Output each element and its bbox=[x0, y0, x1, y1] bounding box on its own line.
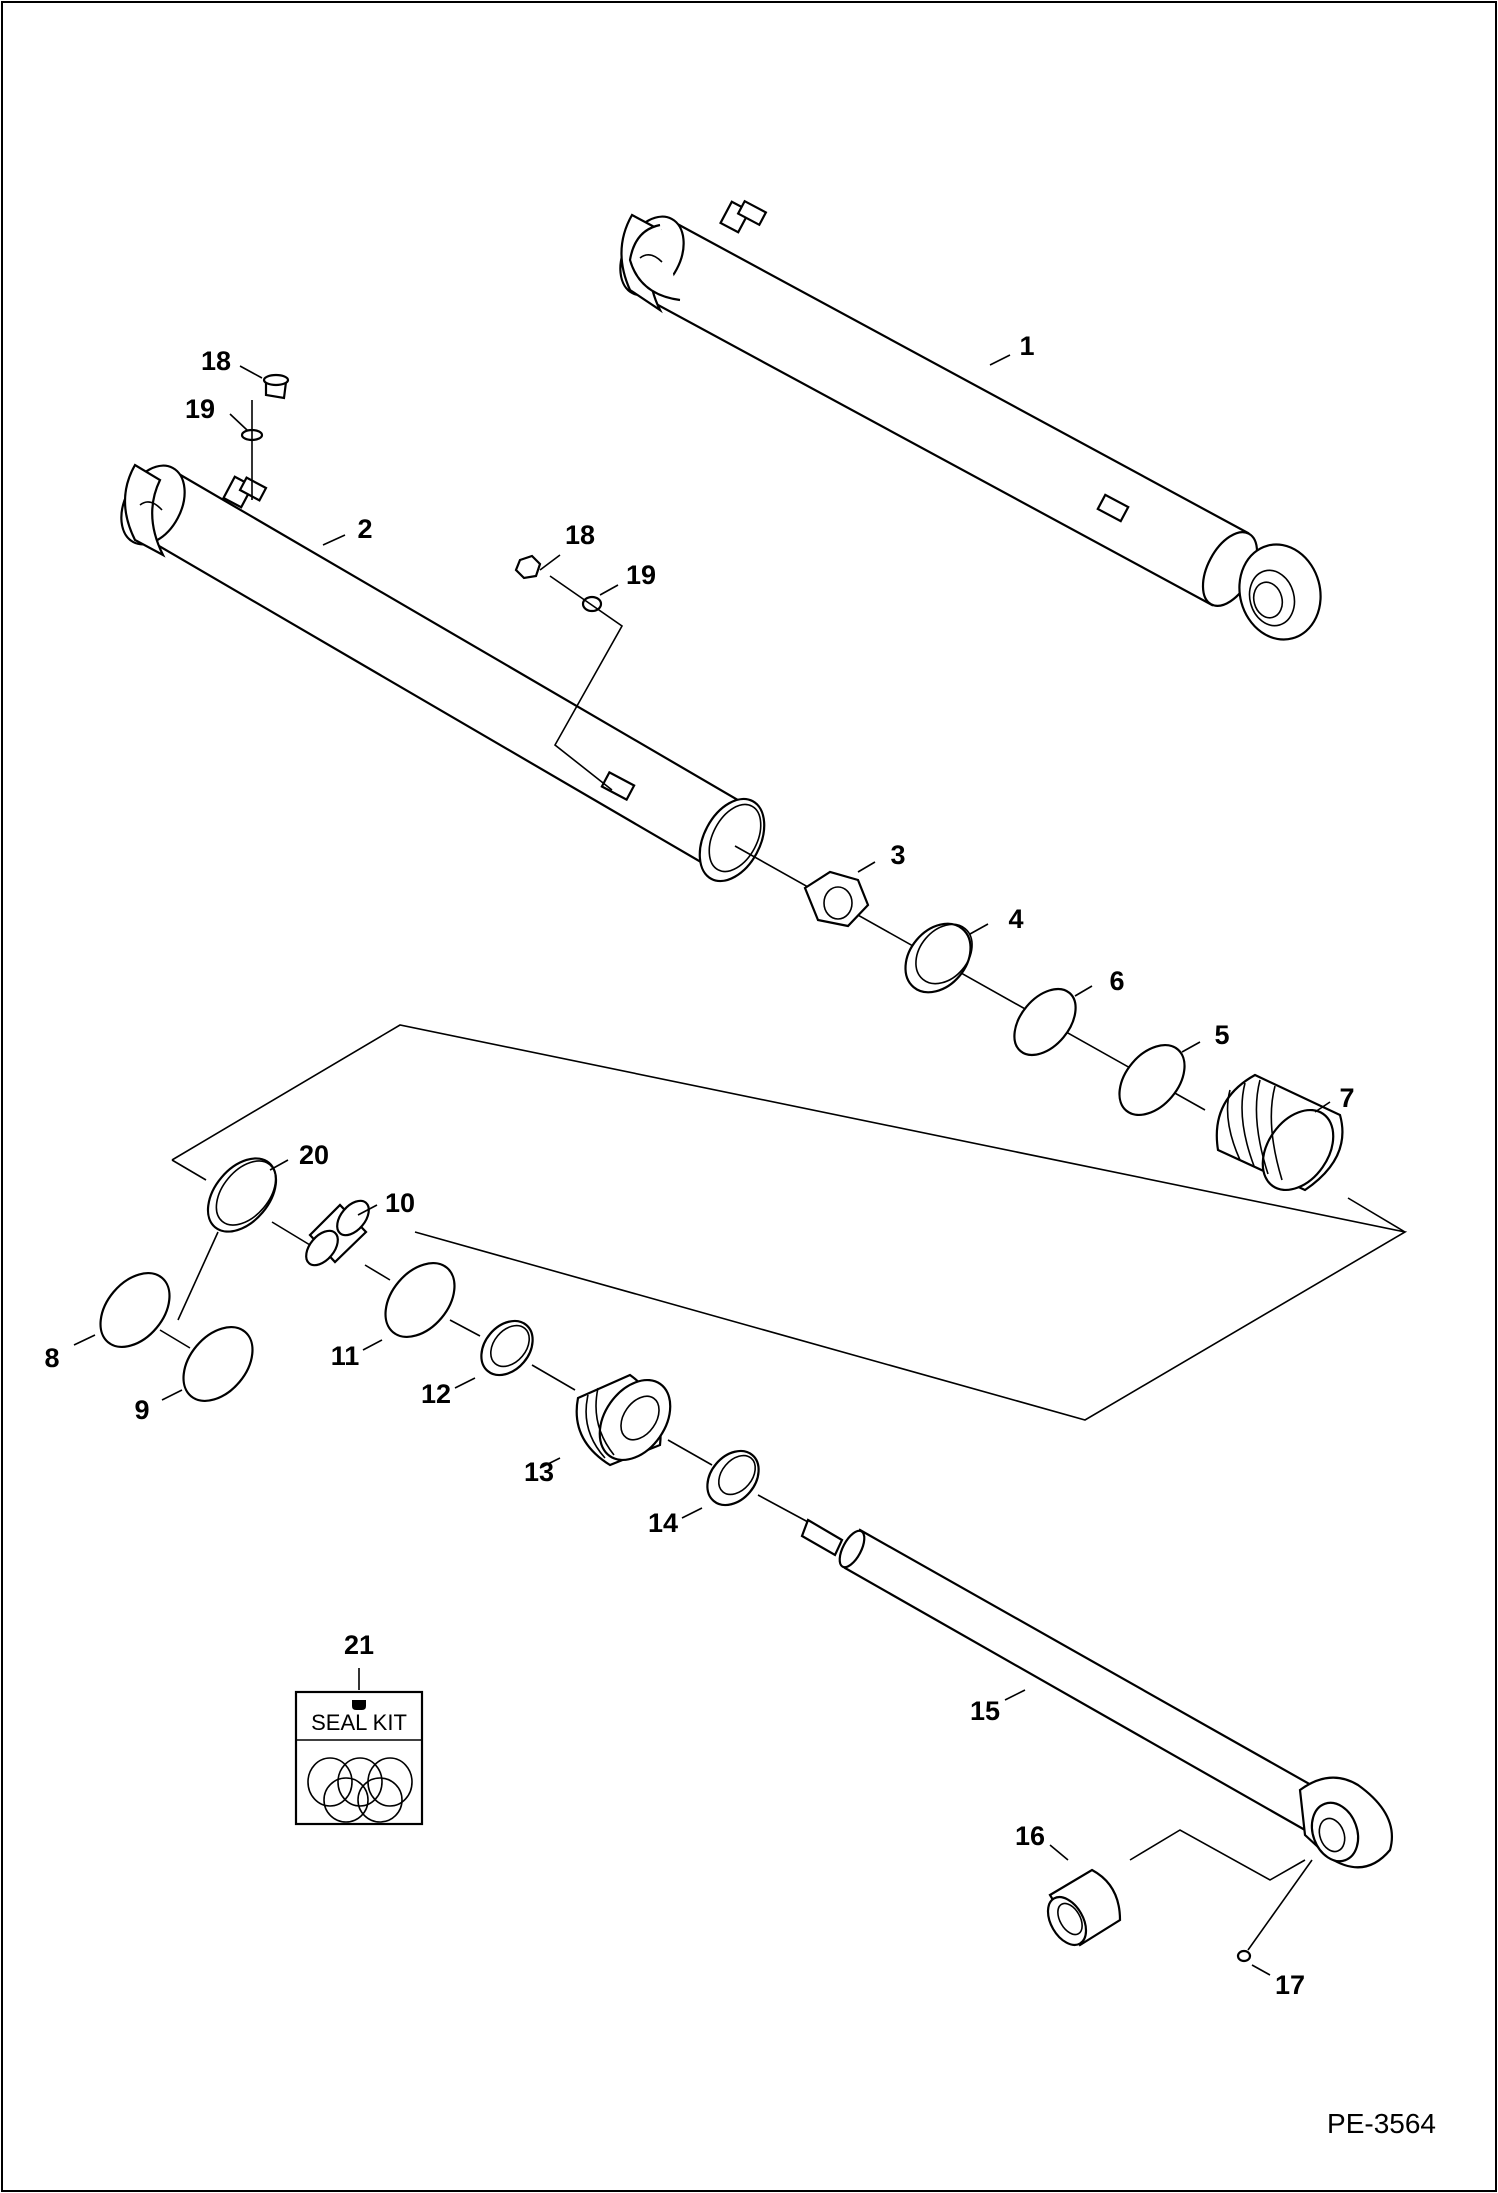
part-7-piston bbox=[1215, 1073, 1344, 1192]
callout-14: 14 bbox=[648, 1508, 678, 1538]
part-10-bushing bbox=[305, 1199, 391, 1281]
part-13-head bbox=[539, 1373, 713, 1469]
callout-7: 7 bbox=[1339, 1083, 1354, 1113]
part-14-wiper bbox=[681, 1449, 809, 1523]
part-3-nut bbox=[803, 861, 876, 928]
part-5-backup-ring bbox=[1118, 1041, 1201, 1117]
callout-12: 12 bbox=[421, 1379, 451, 1409]
part-20-ring bbox=[177, 1157, 311, 1321]
part-11-o-ring bbox=[362, 1262, 481, 1351]
part-19-oring-upper bbox=[229, 400, 264, 500]
part-21-seal-kit: SEAL KIT bbox=[294, 1668, 424, 1826]
part-16-bushing bbox=[1046, 1829, 1306, 1947]
callout-20: 20 bbox=[299, 1140, 329, 1170]
callout-6: 6 bbox=[1109, 966, 1124, 996]
part-18-plug-lower bbox=[514, 554, 561, 580]
part-4-wear-ring bbox=[904, 922, 989, 994]
callout-8: 8 bbox=[44, 1343, 59, 1373]
part-8-ring bbox=[73, 1272, 191, 1349]
callout-4: 4 bbox=[1008, 904, 1023, 934]
part-17-grease-fitting bbox=[1236, 1859, 1313, 1976]
part-18-plug-upper bbox=[239, 365, 290, 400]
callout-11: 11 bbox=[331, 1341, 360, 1371]
callout-9: 9 bbox=[134, 1395, 149, 1425]
callout-21: 21 bbox=[344, 1630, 374, 1660]
callout-19-upper: 19 bbox=[185, 394, 215, 424]
callout-16: 16 bbox=[1015, 1821, 1045, 1851]
callout-labels: 1 2 3 4 6 5 7 18 19 18 19 20 10 8 9 11 1… bbox=[44, 331, 1354, 2000]
callout-10: 10 bbox=[385, 1188, 415, 1218]
part-1-cylinder-assembly bbox=[619, 199, 1322, 641]
seal-kit-label: SEAL KIT bbox=[311, 1710, 407, 1735]
part-6-o-ring bbox=[1013, 985, 1093, 1057]
callout-1: 1 bbox=[1019, 331, 1034, 361]
callout-17: 17 bbox=[1275, 1970, 1305, 2000]
callout-13: 13 bbox=[524, 1457, 554, 1487]
part-12-seal bbox=[454, 1319, 576, 1391]
callout-15: 15 bbox=[970, 1696, 1000, 1726]
callout-5: 5 bbox=[1214, 1020, 1229, 1050]
part-19-oring-lower bbox=[549, 575, 624, 791]
callout-19-lower: 19 bbox=[626, 560, 656, 590]
callout-2: 2 bbox=[357, 514, 372, 544]
part-15-rod bbox=[800, 1518, 1394, 1869]
part-9-ring bbox=[161, 1326, 254, 1402]
callout-3: 3 bbox=[890, 840, 905, 870]
callout-18-upper: 18 bbox=[201, 346, 231, 376]
figure-reference-number: PE-3564 bbox=[1327, 2108, 1436, 2139]
callout-18-lower: 18 bbox=[565, 520, 595, 550]
part-2-barrel bbox=[120, 463, 766, 883]
